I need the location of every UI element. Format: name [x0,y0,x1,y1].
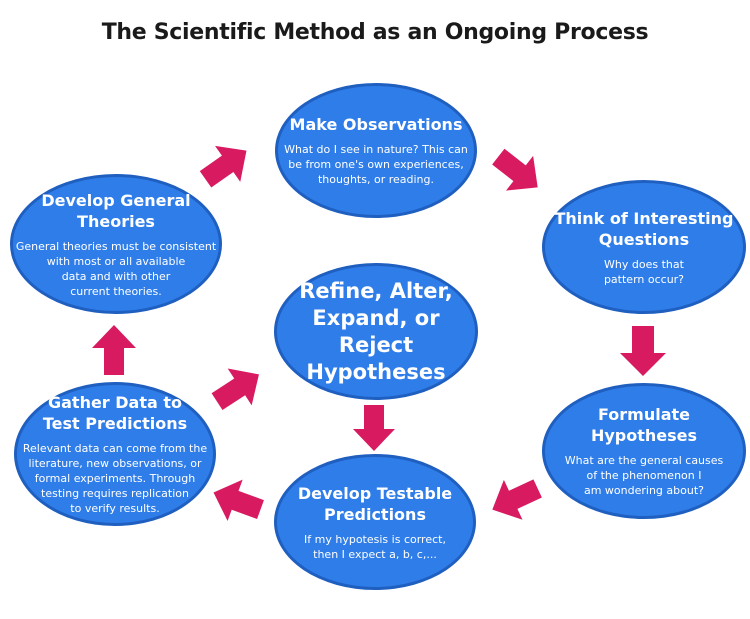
node-description: Why does that pattern occur? [603,257,685,286]
node-description: General theories must be consistent with… [15,239,217,298]
node-heading: Develop Testable Predictions [297,483,453,524]
arrow-questions-to-hypotheses [620,326,666,376]
node-description: Relevant data can come from the literatu… [22,442,208,515]
node-heading: Refine, Alter, Expand, or Reject Hypothe… [299,278,453,384]
arrow-theories-to-observations [193,133,259,198]
arrow-gather-to-refine [205,356,271,420]
node-description: What do I see in nature? This can be fro… [284,143,468,186]
node-heading: Think of Interesting Questions [554,208,734,249]
node-description: What are the general causes of the pheno… [564,454,724,497]
arrow-observations-to-questions [485,139,551,204]
node-refine-hypotheses: Refine, Alter, Expand, or Reject Hypothe… [274,263,478,400]
node-make-observations: Make Observations What do I see in natur… [275,83,477,218]
node-heading: Make Observations [289,115,463,134]
node-heading: Develop General Theories [41,190,191,231]
node-description: If my hypotesis is correct, then I expec… [304,532,446,561]
arrow-hypotheses-to-predictions [483,468,547,529]
arrow-gather-to-theories [92,325,136,375]
node-develop-predictions: Develop Testable Predictions If my hypot… [274,454,476,590]
node-heading: Formulate Hypotheses [590,405,698,445]
diagram-title: The Scientific Method as an Ongoing Proc… [101,20,649,45]
node-formulate-hypotheses: Formulate Hypotheses What are the genera… [542,383,746,519]
node-general-theories: Develop General Theories General theorie… [10,174,222,314]
node-heading: Gather Data to Test Predictions [42,393,188,433]
node-think-questions: Think of Interesting Questions Why does … [542,180,746,314]
node-gather-data: Gather Data to Test Predictions Relevant… [14,382,216,526]
arrow-predictions-to-gather [206,472,268,530]
arrow-refine-to-predictions [353,405,395,451]
